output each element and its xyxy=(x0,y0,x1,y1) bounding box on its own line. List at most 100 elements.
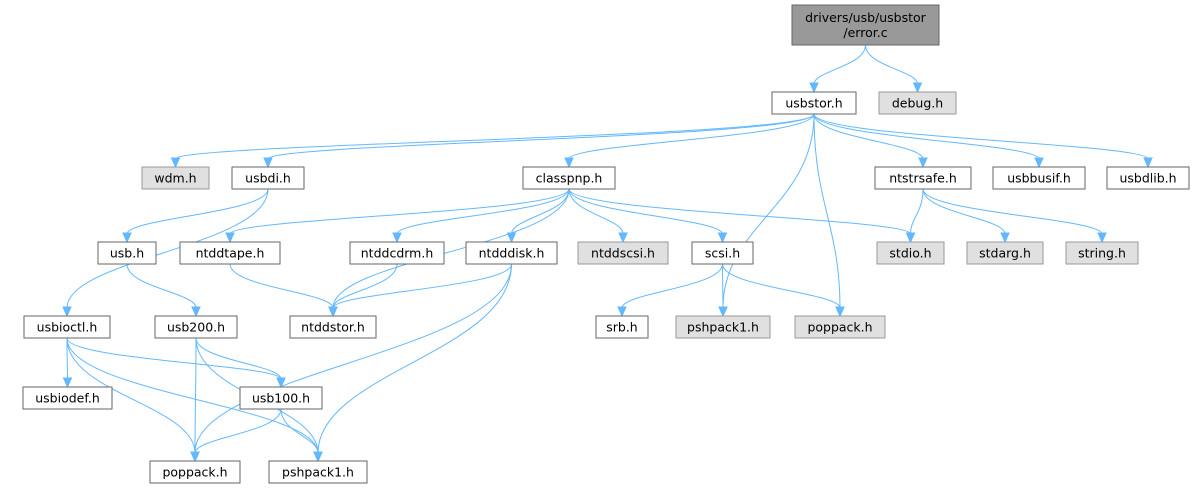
node-ntddtape[interactable]: ntddtape.h xyxy=(179,241,281,265)
node-poppack_a[interactable]: poppack.h xyxy=(794,315,886,339)
node-box xyxy=(23,315,111,339)
node-box xyxy=(239,386,323,410)
edge-ntddtape-to-ntddstor xyxy=(229,263,338,318)
edge-usbdi-to-usbioctl xyxy=(62,188,269,318)
node-box xyxy=(465,241,558,265)
node-stdarg[interactable]: stdarg.h xyxy=(966,241,1044,265)
node-box xyxy=(149,460,241,484)
edge-line xyxy=(126,188,269,235)
edge-arrowhead xyxy=(328,306,338,318)
node-label: ntstrsafe.h xyxy=(889,171,957,186)
edge-line xyxy=(332,263,398,309)
edge-root-to-usbstor xyxy=(809,44,866,94)
node-label: ntddscsi.h xyxy=(591,246,655,261)
node-scsi[interactable]: scsi.h xyxy=(691,241,754,265)
edge-usb100-to-pshpack1_b xyxy=(280,408,323,463)
node-usbioctl[interactable]: usbioctl.h xyxy=(23,315,111,339)
node-usb[interactable]: usb.h xyxy=(97,241,157,265)
edge-scsi-to-poppack_a xyxy=(722,263,845,318)
edge-line xyxy=(267,113,815,160)
edge-arrowhead xyxy=(1034,157,1044,169)
node-box xyxy=(231,166,305,190)
node-ntdddisk[interactable]: ntdddisk.h xyxy=(465,241,558,265)
node-label: ntddcdrm.h xyxy=(361,246,434,261)
node-pshpack1_a[interactable]: pshpack1.h xyxy=(675,315,771,339)
node-ntstrsafe[interactable]: ntstrsafe.h xyxy=(874,166,972,190)
edge-usbstor-to-usbdlib xyxy=(813,113,1153,169)
edge-usb200-to-usb100 xyxy=(195,337,286,389)
node-box xyxy=(97,241,157,265)
node-string[interactable]: string.h xyxy=(1065,241,1139,265)
edge-arrowhead xyxy=(1000,232,1010,244)
edge-ntdddisk-to-ntddstor xyxy=(328,263,512,318)
node-usb100[interactable]: usb100.h xyxy=(239,386,323,410)
edge-scsi-to-srb xyxy=(617,263,723,318)
edge-usbstor-to-usbdi xyxy=(263,113,815,169)
nodes-layer: drivers/usb/usbstor/error.c usbstor.h debu… xyxy=(22,4,1190,484)
edge-line xyxy=(66,188,269,309)
node-usbstor[interactable]: usbstor.h xyxy=(771,91,857,115)
edge-usb100-to-poppack_b xyxy=(190,408,282,463)
node-classpnp[interactable]: classpnp.h xyxy=(522,166,616,190)
edge-arrowhead xyxy=(62,377,73,389)
edge-line xyxy=(396,188,570,235)
edge-arrowhead xyxy=(717,232,728,244)
node-label: usb.h xyxy=(110,246,144,261)
node-pshpack1_b[interactable]: pshpack1.h xyxy=(268,460,368,484)
node-ntddcdrm[interactable]: ntddcdrm.h xyxy=(349,241,445,265)
node-poppack_b[interactable]: poppack.h xyxy=(149,460,241,484)
edge-arrowhead xyxy=(170,157,181,169)
edge-arrowhead xyxy=(122,232,132,244)
node-label: debug.h xyxy=(892,96,943,111)
edge-line xyxy=(813,113,924,160)
node-box xyxy=(992,166,1086,190)
node-label: usbstor.h xyxy=(785,96,842,111)
edge-line xyxy=(621,263,723,309)
node-box xyxy=(771,91,857,115)
node-ntddstor[interactable]: ntddstor.h xyxy=(289,315,377,339)
node-usbdi[interactable]: usbdi.h xyxy=(231,166,305,190)
edge-line xyxy=(568,188,723,235)
edge-ntstrsafe-to-stdio xyxy=(905,188,924,244)
edge-ntdddisk-to-pshpack1_b xyxy=(313,263,512,463)
node-usbiodef[interactable]: usbiodef.h xyxy=(22,386,113,410)
node-ntddscsi[interactable]: ntddscsi.h xyxy=(577,241,669,265)
edge-arrowhead xyxy=(617,306,627,318)
edge-classpnp-to-ntddscsi xyxy=(568,188,628,244)
edge-line xyxy=(332,263,512,309)
edge-arrowhead xyxy=(276,377,286,389)
edge-line xyxy=(568,188,911,235)
node-label: ntddtape.h xyxy=(196,246,265,261)
edge-usbstor-to-usbbusif xyxy=(813,113,1044,169)
edge-line xyxy=(813,113,1040,160)
node-usbdlib[interactable]: usbdlib.h xyxy=(1106,166,1190,190)
node-box xyxy=(691,241,754,265)
edge-arrowhead xyxy=(912,82,923,94)
node-usb200[interactable]: usb200.h xyxy=(154,315,238,339)
node-label: stdarg.h xyxy=(979,246,1031,261)
edge-arrowhead xyxy=(225,232,235,244)
node-label: stdio.h xyxy=(889,246,931,261)
node-label: classpnp.h xyxy=(536,171,603,186)
edge-line xyxy=(66,337,196,454)
node-usbbusif[interactable]: usbbusif.h xyxy=(992,166,1086,190)
node-wdm[interactable]: wdm.h xyxy=(141,166,210,190)
node-label: usb100.h xyxy=(252,391,310,406)
edge-usbioctl-to-usb100 xyxy=(66,337,286,389)
node-box xyxy=(577,241,669,265)
edge-usbstor-to-wdm xyxy=(170,113,815,169)
edge-ntdddisk-to-poppack_b xyxy=(190,263,512,463)
node-root[interactable]: drivers/usb/usbstor/error.c xyxy=(791,4,940,46)
edge-line xyxy=(194,408,282,454)
edge-line xyxy=(568,113,815,160)
node-stdio[interactable]: stdio.h xyxy=(876,241,945,265)
edge-line xyxy=(229,263,334,309)
edge-line xyxy=(722,263,724,309)
node-label: pshpack1.h xyxy=(282,465,354,480)
edge-root-to-debug xyxy=(865,44,923,94)
node-label: usbdlib.h xyxy=(1119,171,1176,186)
node-srb[interactable]: srb.h xyxy=(595,315,649,339)
edge-line xyxy=(568,188,624,235)
node-debug[interactable]: debug.h xyxy=(878,91,957,115)
edge-arrowhead xyxy=(191,306,201,318)
